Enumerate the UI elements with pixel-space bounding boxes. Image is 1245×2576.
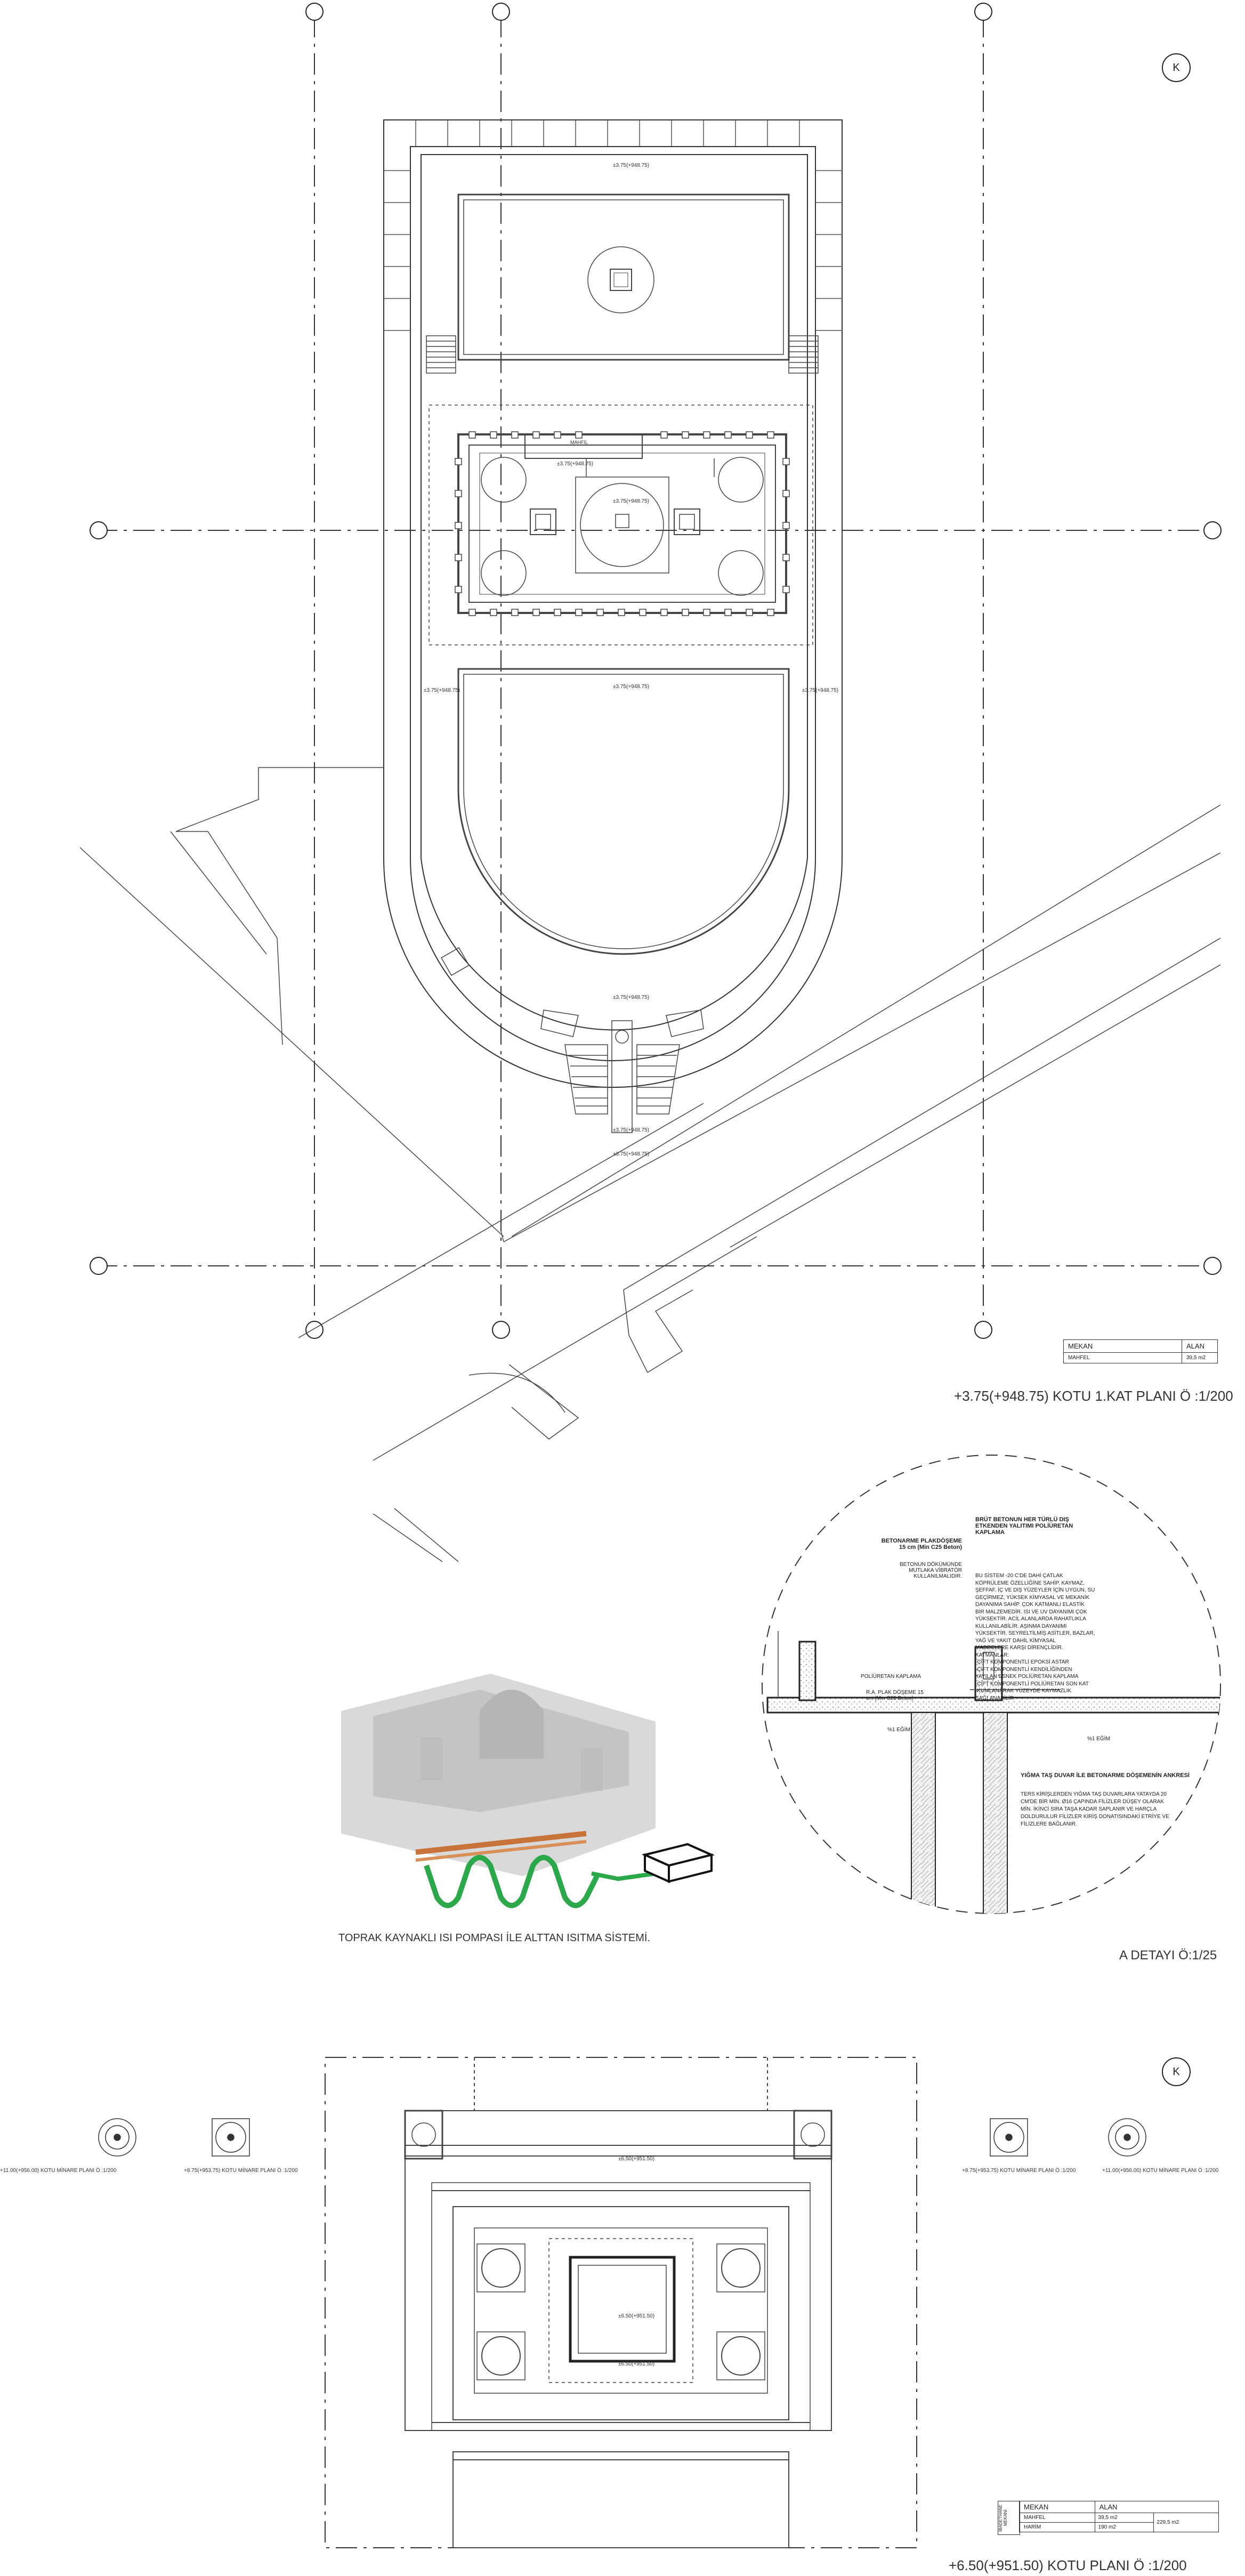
level-tag: ±6.50(+951.50)	[618, 2313, 655, 2319]
north-marker-bottom: K	[1162, 2057, 1191, 2086]
table-cell: 39,5 m2	[1182, 1352, 1218, 1363]
plan-title-first-floor: +3.75(+948.75) KOTU 1.KAT PLANI Ö :1/200	[954, 1388, 1233, 1404]
lower-court	[457, 668, 790, 955]
grid-axes	[96, 16, 1220, 1338]
level-tag: ±6.50(+951.50)	[618, 2361, 655, 2367]
minaret-label: +11.00(+956.00) KOTU MİNARE PLANI Ö :1/2…	[1102, 2168, 1219, 2174]
axis-bubbles	[90, 3, 1222, 1339]
entrance	[540, 1010, 704, 1133]
slab-note: BETONUN DÖKÜMÜNDE MUTLAKA VİBRATÖR KULLA…	[899, 1562, 962, 1579]
grid-axes-lower	[325, 2057, 917, 2548]
area-table-side-label: İBADETHANE MEKANI	[998, 2501, 1020, 2535]
level-tag: ±3.75(+948.75)	[613, 995, 650, 1000]
table-header: ALAN	[1182, 1339, 1218, 1353]
plan-title-minaret: +6.50(+951.50) KOTU PLANI Ö :1/200	[949, 2557, 1187, 2573]
level-tag: ±3.75(+948.75)	[613, 1151, 650, 1157]
heating-caption: TOPRAK KAYNAKLI ISI POMPASI İLE ALTTAN I…	[338, 1932, 650, 1944]
detail-a	[762, 1455, 1221, 1914]
heat-pump-unit	[641, 1843, 715, 1884]
slab-title: BETONARME PLAKDÖŞEME 15 cm (Min C25 Beto…	[881, 1538, 962, 1551]
table-header: ALAN	[1094, 2501, 1219, 2513]
heating-illustration	[341, 1674, 715, 1908]
table-cell: MAHFEL	[1019, 2513, 1095, 2523]
mosque-dashed-frame	[429, 405, 813, 645]
slope-label: %1 EĞİM	[887, 1727, 910, 1733]
mahfil-area	[524, 434, 643, 459]
crenellations	[455, 431, 790, 616]
detail-title: A DETAYI Ö:1/25	[1119, 1948, 1217, 1963]
level-tag: ±3.75(+948.75)	[802, 688, 839, 693]
level-tag: ±3.75(+948.75)	[557, 461, 594, 467]
slope-label: %1 EĞİM	[1087, 1736, 1110, 1742]
polyurethane-label: POLİÜRETAN KAPLAMA	[861, 1674, 921, 1679]
table-cell: 39,5 m2	[1094, 2513, 1154, 2523]
minaret-label: +8.75(+953.75) KOTU MİNARE PLANI Ö :1/20…	[962, 2168, 1076, 2174]
first-floor-plan	[79, 3, 1222, 1562]
mahfil-label: MAHFİL	[570, 440, 588, 445]
level-tag: ±3.75(+948.75)	[613, 163, 650, 168]
insulation-title: BRÜT BETONUN HER TÜRLÜ DIŞ ETKENDEN YALI…	[975, 1516, 1073, 1536]
table-header: MEKAN	[1019, 2501, 1095, 2513]
building-outline	[383, 119, 843, 1088]
stairs-court	[426, 335, 819, 374]
north-marker-top: K	[1162, 53, 1191, 82]
anchor-title: YIĞMA TAŞ DUVAR İLE BETONARME DÖŞEMENİN …	[1021, 1772, 1190, 1779]
ra-label: R.A. PLAK DÖŞEME 15 cm (Min C25 Beton)	[866, 1690, 924, 1701]
anchor-text: TERS KİRİŞLERDEN YIĞMA TAŞ DUVARLARA YAT…	[1021, 1791, 1169, 1827]
site-lines	[79, 767, 1221, 1562]
level-tag: ±3.75(+948.75)	[613, 684, 650, 690]
table-cell: HARİM	[1019, 2522, 1095, 2532]
table-cell: 229,5 m2	[1153, 2513, 1219, 2532]
table-cell: MAHFEL	[1063, 1352, 1182, 1363]
table-cell: 190 m2	[1094, 2522, 1154, 2532]
minaret-symbols	[98, 2118, 1146, 2157]
minaret-label: +11.00(+956.00) KOTU MİNARE PLANI Ö :1/2…	[0, 2168, 117, 2174]
upper-court	[457, 193, 790, 361]
parapet-ticks	[384, 120, 842, 331]
level-tag: ±3.75(+948.75)	[424, 688, 460, 693]
table-header: MEKAN	[1063, 1339, 1182, 1353]
area-table-minaret: MEKAN ALAN MAHFEL 39,5 m2 229,5 m2 HARİM…	[1019, 2501, 1219, 2532]
level-tag: ±3.75(+948.75)	[613, 1127, 650, 1133]
floor-heating-pipes	[415, 1831, 587, 1855]
area-table-first-floor: MEKAN ALAN MAHFEL 39,5 m2	[1063, 1339, 1218, 1363]
mosque-block	[457, 433, 787, 614]
minaret-level-plan	[98, 2057, 1146, 2548]
level-tag: ±6.50(+951.50)	[618, 2156, 655, 2162]
minaret-label: +8.75(+953.75) KOTU MİNARE PLANI Ö :1/20…	[184, 2168, 298, 2174]
level-tag: ±3.75(+948.75)	[613, 498, 650, 504]
